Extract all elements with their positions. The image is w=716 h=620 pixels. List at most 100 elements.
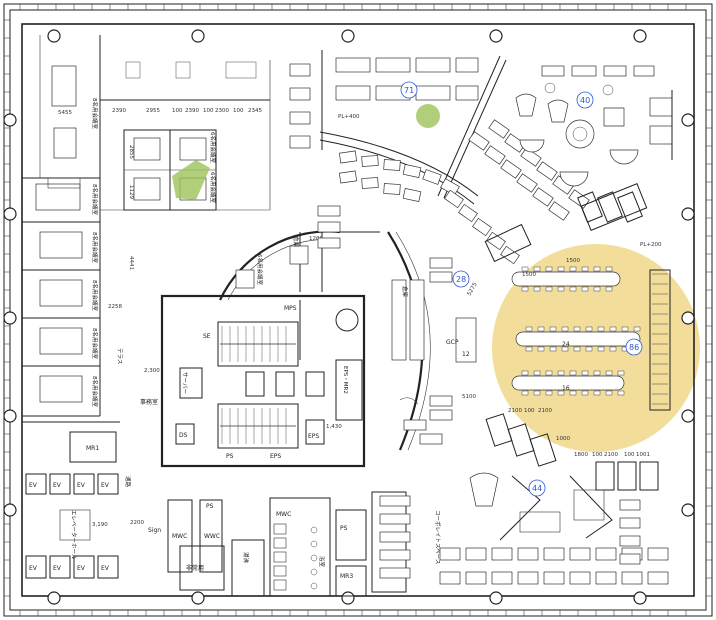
chair <box>609 346 617 352</box>
chair <box>545 286 553 292</box>
label-ps-3: PS <box>340 525 348 532</box>
highlight-chairs <box>521 266 641 396</box>
dim-100-c: 100 <box>233 108 244 114</box>
zone-40: 40 <box>580 96 590 105</box>
dim-100-b: 100 <box>203 108 214 114</box>
column <box>47 591 61 605</box>
elevator-car <box>73 555 95 579</box>
diagonal-desk-row <box>444 119 590 265</box>
label-meeting-room-3: 8名用会議室 <box>91 232 99 263</box>
desk <box>595 547 617 561</box>
structural-columns <box>3 29 695 605</box>
column <box>3 503 17 517</box>
desk <box>517 547 539 561</box>
label-meeting-room-2: 8名用会議室 <box>91 184 99 215</box>
desk-arc <box>399 397 419 405</box>
label-server: サーバー <box>181 372 188 394</box>
booth <box>595 461 615 491</box>
label-6-meeting-3: 6名用会議室 <box>256 254 264 285</box>
desk <box>647 571 669 585</box>
wc-stall <box>273 579 287 591</box>
chair <box>561 346 569 352</box>
chair <box>605 286 613 292</box>
zone-71: 71 <box>404 86 414 95</box>
dim-1500-b: 1500 <box>566 258 580 264</box>
label-sign: Sign <box>148 527 161 534</box>
facade-mullions <box>4 4 712 616</box>
chair <box>569 286 577 292</box>
chair <box>621 326 629 332</box>
desk <box>619 517 641 529</box>
chair <box>569 390 577 396</box>
elevator-car <box>97 473 119 495</box>
elevator-label: EV <box>53 565 62 572</box>
left-meeting-rooms: 8名用会議室 8名用会議室 8名用会議室 8名用会議室 8名用会議室 8名用会議… <box>22 35 123 417</box>
dim-1800: 1800 <box>574 452 588 458</box>
desk <box>429 409 453 421</box>
dim-2100-b: 2100 <box>538 408 552 414</box>
desk <box>619 553 641 565</box>
booth <box>617 461 637 491</box>
label-meeting-room-4: 8名用会議室 <box>91 280 99 311</box>
chair <box>557 266 565 272</box>
wc-stalls <box>273 523 318 591</box>
chair <box>581 390 589 396</box>
chair <box>561 326 569 332</box>
chair <box>533 390 541 396</box>
dim-5455: 5455 <box>58 110 72 116</box>
desk <box>403 419 427 431</box>
curved-lobby: 1200 6名用会議室 倉庫 <box>219 230 380 301</box>
dim-100-f: 100 <box>624 452 635 458</box>
dim-5275: 5275 <box>467 281 479 297</box>
desk <box>619 499 641 511</box>
dim-100-d: 100 <box>524 408 535 414</box>
chair <box>521 266 529 272</box>
planter-1 <box>172 160 210 200</box>
chair <box>617 390 625 396</box>
wc-fixture <box>310 526 318 534</box>
desk <box>465 571 487 585</box>
zone-markers: 71 40 28 86 44 <box>400 81 643 497</box>
elevator-car <box>49 473 71 495</box>
desk <box>317 205 341 217</box>
chair <box>609 326 617 332</box>
chair <box>581 266 589 272</box>
chair <box>597 326 605 332</box>
dim-100-a: 100 <box>172 108 183 114</box>
desk <box>621 571 643 585</box>
chair <box>521 390 529 396</box>
label-mwc-2: MWC <box>276 511 291 518</box>
column <box>681 409 695 423</box>
label-ps-2: PS <box>206 503 214 510</box>
dim-2855: 2855 <box>128 145 134 159</box>
elevator-label: EV <box>77 482 86 489</box>
desk <box>465 547 487 561</box>
elevator-car <box>49 555 71 579</box>
dim-2390: 2390 <box>112 108 126 114</box>
label-ps-1: PS <box>226 453 234 460</box>
chair <box>525 346 533 352</box>
desk <box>500 245 520 265</box>
chair <box>633 326 641 332</box>
label-elevator-hall: エレベーターホール <box>70 510 78 560</box>
column <box>191 29 205 43</box>
dim-2345: 2345 <box>248 108 262 114</box>
column <box>681 113 695 127</box>
elevator-label: EV <box>77 565 86 572</box>
chair <box>593 390 601 396</box>
column <box>341 29 355 43</box>
desk <box>647 547 669 561</box>
dim-2955: 2955 <box>146 108 160 114</box>
label-16: 16 <box>562 385 570 392</box>
chair <box>581 286 589 292</box>
booths-left <box>485 413 557 467</box>
wc-stall <box>273 523 287 535</box>
top-left-rooms: 2390 2955 100 2390 100 2300 100 2345 6名用… <box>100 60 271 310</box>
building-core: MPS SE DS EPS EPS PS EPS・MR2 サーバー 1,430 … <box>140 294 366 468</box>
zone-44-circle <box>528 479 546 497</box>
label-pl200: PL+200 <box>640 242 662 248</box>
chair <box>545 390 553 396</box>
wc-fixture <box>310 582 318 590</box>
chair <box>605 390 613 396</box>
